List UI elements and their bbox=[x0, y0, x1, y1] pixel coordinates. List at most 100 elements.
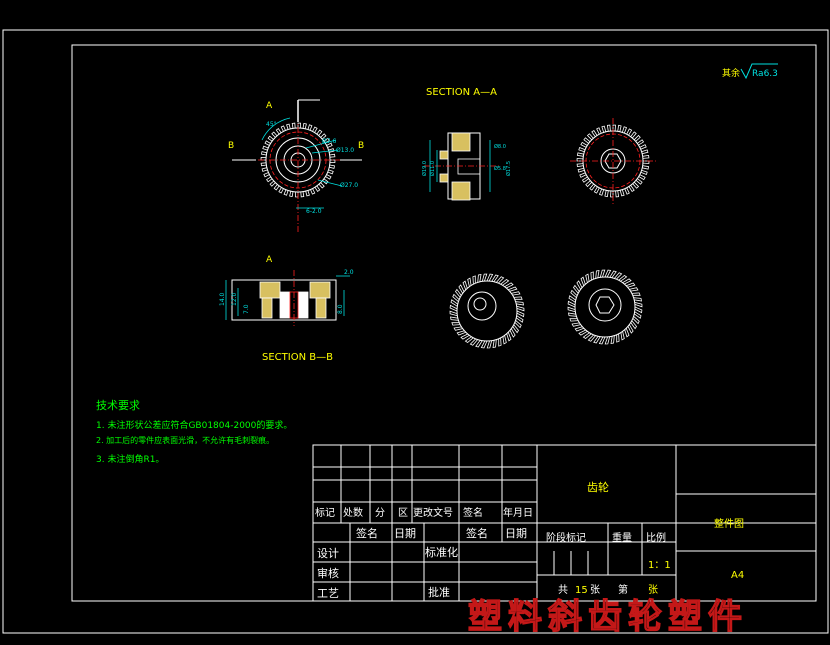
gear-tooth bbox=[278, 187, 284, 194]
front-view: A B B 45° Ø7.6 Ø13.0 Ø27.0 6-2.0 bbox=[228, 99, 364, 232]
tb-rev-h3: 区 bbox=[398, 507, 408, 519]
gear-tooth bbox=[606, 124, 611, 132]
tb-sign-h3: 日期 bbox=[505, 527, 527, 540]
tb-total-prefix: 共 bbox=[558, 584, 568, 596]
gear-tooth bbox=[515, 315, 524, 323]
tb-approve: 批准 bbox=[428, 585, 450, 599]
gear-tooth bbox=[604, 190, 609, 198]
gear-tooth bbox=[632, 181, 640, 189]
gear-tooth bbox=[492, 339, 497, 349]
gear-tooth bbox=[628, 185, 635, 193]
gear-tooth bbox=[629, 287, 639, 292]
front-label-b-right: B bbox=[358, 141, 364, 151]
gear-tooth bbox=[618, 275, 628, 282]
iso-right-hex-bore bbox=[595, 296, 615, 314]
gear-tooth bbox=[449, 316, 459, 321]
gear-tooth bbox=[291, 122, 296, 129]
gear-tooth bbox=[569, 318, 579, 322]
gear-tooth bbox=[578, 146, 586, 153]
section-aa-dim-right-3: Ø17.5 bbox=[505, 161, 512, 176]
gear-tooth bbox=[314, 185, 321, 192]
gear-tooth bbox=[280, 125, 286, 132]
front-dim-outer: Ø27.0 bbox=[340, 182, 358, 189]
gear-tooth bbox=[598, 336, 606, 345]
gear-tooth bbox=[267, 135, 274, 142]
gear-tooth bbox=[582, 332, 592, 339]
gear-tooth bbox=[633, 134, 641, 142]
gear-tooth bbox=[593, 186, 600, 194]
gear-tooth bbox=[452, 293, 460, 303]
gear-tooth bbox=[586, 133, 594, 141]
section-bb-dim-top-text: 2.0 bbox=[344, 269, 354, 276]
gear-tooth bbox=[462, 280, 468, 290]
roughness-symbol: 其余 Ra6.3 bbox=[722, 63, 778, 80]
gear-tooth bbox=[486, 340, 493, 349]
section-aa-dim-left-outer: Ø19.0 bbox=[421, 161, 428, 176]
gear-tooth bbox=[506, 332, 512, 342]
gear-tooth bbox=[449, 310, 458, 317]
gear-tooth bbox=[599, 269, 606, 278]
gear-tooth bbox=[261, 167, 268, 172]
gear-tooth bbox=[329, 164, 335, 169]
gear-tooth bbox=[261, 151, 267, 156]
front-dim-line-3 bbox=[317, 179, 343, 187]
section-aa-hub-bottom bbox=[439, 173, 449, 183]
section-bb-hub-left bbox=[279, 291, 291, 319]
gear-tooth bbox=[567, 312, 577, 317]
gear-tooth bbox=[577, 167, 585, 173]
gear-tooth bbox=[632, 315, 640, 325]
tb-sign-h0: 签名 bbox=[356, 526, 378, 540]
gear-tooth bbox=[633, 311, 642, 319]
tb-role-design: 设计 bbox=[317, 547, 339, 560]
gear-tooth bbox=[451, 322, 461, 326]
front-dim-mid: Ø13.0 bbox=[336, 147, 354, 154]
gear-tooth bbox=[515, 301, 525, 306]
section-aa-bore bbox=[457, 158, 481, 175]
tech-req-item-3: 3. 未注倒角R1。 bbox=[96, 453, 164, 465]
section-bb-label-a: A bbox=[266, 255, 273, 265]
iso-left-bore bbox=[473, 297, 487, 311]
gear-tooth bbox=[634, 306, 643, 314]
gear-tooth bbox=[579, 172, 587, 178]
gear-tooth bbox=[312, 126, 318, 133]
tb-total-count: 15 bbox=[575, 585, 588, 596]
gear-tooth bbox=[591, 129, 598, 137]
gear-tooth bbox=[464, 336, 474, 343]
gear-tooth bbox=[504, 282, 514, 289]
gear-tooth bbox=[458, 284, 465, 294]
gear-tooth bbox=[327, 169, 334, 175]
gear-tooth bbox=[273, 184, 280, 191]
tb-rev-h2: 分 bbox=[375, 507, 385, 519]
gear-tooth bbox=[283, 189, 289, 196]
gear-tooth bbox=[637, 139, 645, 146]
gear-tooth bbox=[508, 286, 518, 292]
side-view-gear bbox=[570, 118, 656, 204]
gear-tooth bbox=[616, 333, 620, 343]
front-dim-width: 6-2.0 bbox=[306, 208, 322, 215]
gear-tooth bbox=[480, 340, 488, 349]
iso-left-teeth bbox=[449, 273, 525, 349]
gear-tooth bbox=[571, 322, 581, 327]
gear-tooth bbox=[624, 187, 630, 195]
gear-tooth bbox=[509, 328, 516, 338]
gear-tooth bbox=[580, 276, 586, 286]
gear-tooth bbox=[286, 123, 291, 130]
gear-tooth bbox=[642, 154, 650, 159]
section-aa-view: Ø19.0 Ø11.0 Ø8.0 Ø5.8 Ø17.5 bbox=[421, 132, 512, 201]
iso-gear-right bbox=[567, 269, 643, 345]
iso-gear-left bbox=[449, 273, 525, 349]
section-bb-left-web bbox=[259, 281, 281, 299]
gear-tooth bbox=[502, 335, 507, 345]
gear-tooth bbox=[641, 149, 649, 155]
tb-rev-h4: 更改文号 bbox=[413, 506, 453, 519]
gear-tooth bbox=[568, 295, 577, 303]
gear-tooth bbox=[455, 288, 462, 298]
section-aa-hub-top bbox=[439, 150, 449, 160]
gear-tooth bbox=[307, 124, 313, 131]
gear-tooth bbox=[450, 299, 459, 307]
tb-rev-h1: 处数 bbox=[343, 506, 363, 519]
section-bb-dim-left-1: 14.0 bbox=[219, 292, 226, 306]
gear-tooth bbox=[626, 128, 633, 136]
gear-tooth bbox=[498, 337, 502, 347]
